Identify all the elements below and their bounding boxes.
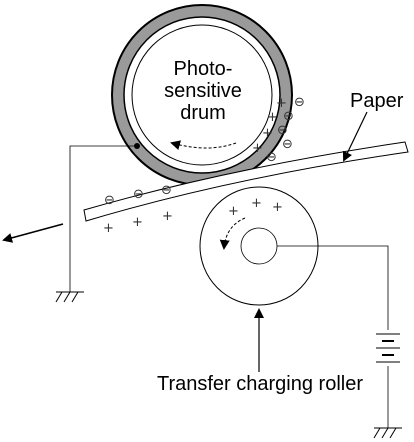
battery-icon xyxy=(376,333,400,363)
paper-minus-charge: ⊖ xyxy=(104,193,115,208)
paper-plus-charge: + xyxy=(162,209,173,224)
drum-minus-charge: ⊖ xyxy=(294,95,305,110)
drum-label-line1: Photo- xyxy=(174,58,233,80)
paper-minus-charge: ⊖ xyxy=(161,183,172,198)
drum-ground-icon xyxy=(55,291,84,303)
drum-surface xyxy=(123,16,281,174)
paper-label: Paper xyxy=(350,90,404,112)
paper-sheet xyxy=(83,141,409,222)
roller-label: Transfer charging roller xyxy=(157,373,363,395)
paper-pointer-arrow xyxy=(342,111,368,162)
battery-ground-icon xyxy=(373,427,402,439)
roller-plus-charge: + xyxy=(272,200,283,215)
paper-plus-charge: + xyxy=(132,215,143,230)
transfer-charging-roller: + + + xyxy=(199,186,319,306)
drum-plus-charge: + xyxy=(267,110,278,125)
drum-inner-line xyxy=(131,24,273,166)
drum-minus-charge: ⊖ xyxy=(266,150,277,165)
paper-minus-charge: ⊖ xyxy=(133,187,144,202)
drum-minus-charge: ⊖ xyxy=(282,137,293,152)
paper-charges: ⊖ ⊖ ⊖ + + + xyxy=(103,183,173,236)
drum-minus-charge: ⊖ xyxy=(277,123,288,138)
drum-plus-charge: + xyxy=(262,126,273,141)
drum-plus-charge: + xyxy=(276,96,287,111)
drum-label-line3: drum xyxy=(180,102,226,124)
drum-ground-wire xyxy=(69,145,137,292)
paper-plus-charge: + xyxy=(103,221,114,236)
drum-plus-charge: + xyxy=(252,141,263,156)
roller-plus-charge: + xyxy=(228,204,239,219)
roller-rotation-arrow xyxy=(219,217,246,250)
roller-supply-wire xyxy=(277,245,389,330)
drum-rotation-arrow xyxy=(170,140,237,150)
photosensitive-drum xyxy=(111,4,293,186)
roller-shaft xyxy=(240,227,278,265)
drum-label-line2: sensitive xyxy=(164,80,242,102)
roller-plus-charge: + xyxy=(251,196,262,211)
drum-charges: ⊖ + ⊖ + ⊖ + ⊖ + ⊖ xyxy=(252,95,305,165)
drum-minus-charge: ⊖ xyxy=(283,109,294,124)
paper-direction-arrow xyxy=(2,223,64,243)
